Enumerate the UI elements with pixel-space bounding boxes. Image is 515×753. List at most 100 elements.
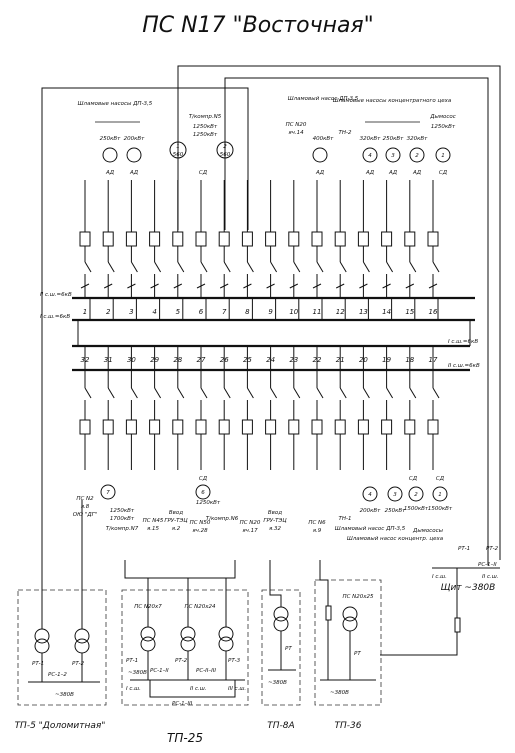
ps2-org: ОЮ "ДГ" [73,512,97,518]
tp25-rs2: РС-II–III [196,668,216,674]
transformer-icon [273,606,289,632]
upper-cell: 3 [125,180,138,320]
lower-cell: 19 [381,346,394,470]
tp25-box [121,589,249,706]
disconnector-icon [243,283,252,289]
tn2-label: ТН-2 [339,130,352,136]
cell-number: 22 [313,356,322,364]
lower-cell: 26 [218,346,231,470]
breaker-icon [311,419,323,435]
tp36-label: ТП-36 [335,721,362,731]
disconnector-icon [219,283,229,289]
switch-icon [316,261,324,273]
breaker-icon [218,231,230,247]
switch-icon [107,261,115,273]
switch-icon [154,261,162,273]
motor-icon [126,147,142,163]
breaker-icon [265,231,277,247]
breaker-icon [427,231,439,247]
pump-power-1: 250кВт [100,136,122,142]
cell-number: 25 [243,356,252,364]
disconnector-icon [266,283,275,289]
switch-icon [409,387,417,399]
switch-icon [84,387,92,399]
shield-ish: I с.ш. [432,574,447,580]
ps45-label: ПС N45 [143,518,164,524]
breaker-icon [241,419,253,435]
motor-icon: 2 [409,147,425,163]
upper-cell: 8 [241,180,254,320]
tp25-label: ТП-25 [167,731,203,745]
switch-icon [316,387,324,399]
conc-power-2: 250кВт [383,136,405,142]
switch-icon [339,261,347,273]
upper-cell: 16 [427,180,440,320]
disconnector-icon [382,283,391,289]
disconnector-icon [103,283,113,289]
breaker-icon [288,231,300,247]
breaker-icon [195,419,207,435]
cell-number: 9 [268,308,273,316]
pump2-power: 400кВт [313,136,335,142]
ps20-label: ПС N20 [286,122,307,128]
switch-icon [270,261,278,273]
pump2-motor: АД [315,170,325,176]
cell-number: 26 [220,356,229,364]
lower-cell: 22 [311,346,324,470]
svg-text:3: 3 [391,153,395,159]
lower-cell: 29 [149,346,162,470]
svg-text:6: 6 [201,490,205,496]
cell-number: 4 [152,308,156,316]
sd-b-label: СД [436,476,445,482]
vvod2-label: Ввод [268,510,282,516]
bus-ii-upper-label: II с.ш.=6кВ [40,292,72,298]
bus-i-upper-label: I с.ш.=6кВ [40,314,70,320]
cell-number: 7 [222,308,227,316]
comp7-name: Т/компр.N7 [106,526,139,532]
breaker-icon [241,231,253,247]
diagram-title: ПС N17 "Восточная" [142,13,374,38]
lower-cell: 20 [357,346,370,470]
dred-power-2: 1500кВт [428,506,453,512]
shield-label: Щит ~380В [441,583,496,593]
ps20b-label: ПС N20 [240,520,261,526]
cell-number: 18 [405,356,414,364]
switch-icon [270,387,278,399]
tp5-box [17,589,107,706]
shield-rs: РС-1–II [478,562,497,568]
switch-icon [293,387,301,399]
breaker-icon [125,231,137,247]
motor-icon: 4 [362,486,378,502]
breaker-icon [79,419,91,435]
breaker-icon [102,419,114,435]
lower-cell: 24 [265,346,278,470]
lower-cell: 31 [102,346,115,470]
upper-cell: 10 [288,180,301,320]
upper-cell: 1 [79,180,92,320]
lower-cell: 21 [334,346,347,470]
cell-number: 24 [266,356,275,364]
switch-icon [246,261,254,273]
breaker-icon [427,419,439,435]
fuse-icon [454,617,461,633]
cell-number: 15 [405,308,414,316]
tp25-rt3: РТ-3 [228,658,241,664]
svg-text:2: 2 [415,153,419,159]
motor-icon: 4 [362,147,378,163]
switch-icon [200,387,208,399]
motor-560-2: 560 [220,152,231,158]
bus-i-lower-label: I с.ш.=6кВ [448,339,478,345]
transformer-icon [180,626,196,652]
breaker-icon [149,231,161,247]
tp5-v380: ~380В [55,692,74,698]
tp25-ps20x24: ПС N20х24 [184,604,216,610]
disconnector-icon [405,283,415,289]
upper-cell: 9 [265,180,278,320]
switch-icon [362,387,370,399]
feeder-line-shield-2 [224,77,489,565]
upper-cell: 12 [334,180,347,320]
pumps-conc-label: Шламовые насосы концентратного цеха [333,98,452,104]
